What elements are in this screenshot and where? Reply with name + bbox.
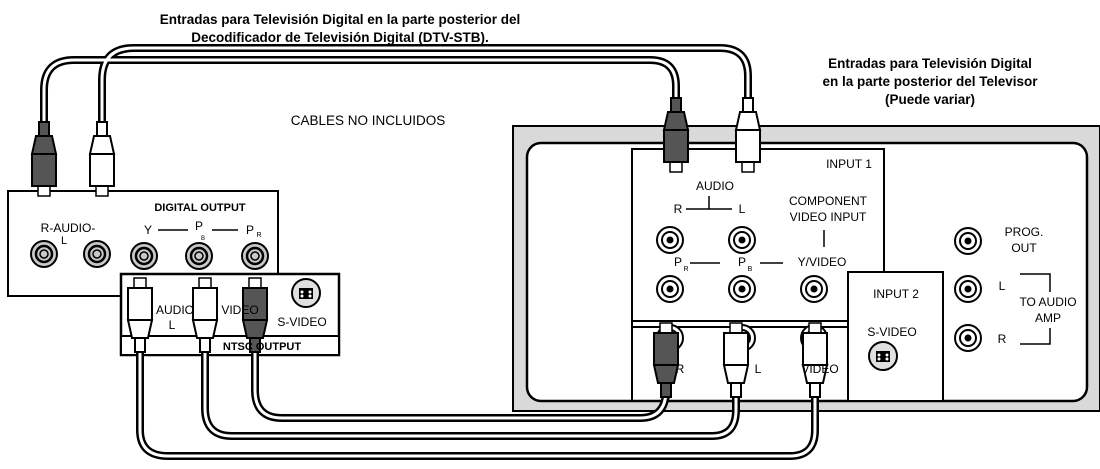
tv-amp-l-jack: [954, 275, 982, 303]
tv-caption-line3: (Puede variar): [885, 92, 975, 107]
tv-audio-r-jack: [656, 275, 684, 303]
stb-audio-r-jack: [29, 239, 59, 269]
tv-pb-jack: [728, 226, 756, 254]
stb-pr-subscript: R: [256, 232, 261, 239]
tv-amp-r-jack: [954, 324, 982, 352]
stb-digital-output-label: DIGITAL OUTPUT: [154, 202, 246, 214]
stb-pb-label: P: [195, 219, 203, 233]
tv-audio-l-label: L: [739, 202, 746, 216]
tv-prog-out-jack: [954, 227, 982, 255]
stb-caption-line1: Entradas para Televisión Digital en la p…: [160, 12, 521, 27]
stb-y-label: Y: [144, 223, 152, 237]
tv-audio-label: AUDIO: [696, 179, 734, 193]
stb-pb-jack: [184, 241, 214, 271]
tv-input2-label: INPUT 2: [873, 287, 919, 301]
tv-y-video-jack: [800, 275, 828, 303]
tv-audio-r-plug: [663, 97, 689, 173]
cables-not-included-label: CABLES NO INCLUIDOS: [291, 113, 446, 128]
stb-audio-l-jack: [82, 239, 112, 269]
label-guides: [158, 196, 1051, 345]
tv-input2-r-label: R: [676, 362, 685, 376]
stb-pr-label: P: [246, 223, 254, 237]
stb-caption-line2: Decodificador de Televisión Digital (DTV…: [191, 30, 489, 45]
tv-prog-label: PROG.: [1005, 225, 1044, 239]
tv-caption-line2: en la parte posterior del Televisor: [822, 74, 1038, 89]
tv-y-video-label: Y/VIDEO: [798, 255, 847, 269]
stb-pb-subscript: B: [201, 236, 205, 242]
tv-amp-label: AMP: [1035, 311, 1061, 325]
stb-audio-l-label: L: [169, 318, 176, 332]
tv-component-line2: VIDEO INPUT: [790, 210, 867, 224]
tv-caption-line1: Entradas para Televisión Digital: [828, 56, 1032, 71]
tv-audio-l-jack: [728, 275, 756, 303]
stb-s-video-label: S-VIDEO: [277, 315, 326, 329]
tv-amp-l-label: L: [999, 279, 1006, 293]
tv-component-line1: COMPONENT: [789, 194, 868, 208]
tv-pr-label: P: [674, 255, 682, 269]
tv-pr-jack: [656, 226, 684, 254]
tv-audio-r-label: R: [674, 202, 683, 216]
stb-pr-jack: [240, 241, 270, 271]
stb-audio-l-plug: [89, 121, 115, 197]
stb-y-jack: [129, 241, 159, 271]
tv-input1-label: INPUT 1: [826, 157, 872, 171]
stb-video-label: VIDEO: [221, 303, 258, 317]
stb-svideo-jack: [291, 278, 321, 308]
stb-r-audio-label: R-AUDIO-: [41, 221, 96, 235]
tv-pb-label: P: [738, 255, 746, 269]
tv-svideo-jack: [868, 341, 898, 371]
tv-input2-l-label: L: [755, 362, 762, 376]
tv-s-video-label: S-VIDEO: [867, 325, 916, 339]
stb-audio-label: AUDIO: [156, 303, 194, 317]
tv-to-audio-label: TO AUDIO: [1019, 295, 1076, 309]
tv-pr-subscript: R: [683, 266, 688, 273]
tv-amp-r-label: R: [998, 332, 1007, 346]
tv-pb-subscript: B: [748, 266, 753, 273]
stb-l-label: L: [61, 235, 67, 247]
stb-audio-r-plug: [31, 121, 57, 197]
tv-out-label: OUT: [1011, 241, 1037, 255]
tv-audio-l-plug: [735, 97, 761, 173]
tv-input2-video-label: VIDEO: [801, 362, 838, 376]
stb-ntsc-output-label: NTSC OUTPUT: [223, 341, 302, 353]
